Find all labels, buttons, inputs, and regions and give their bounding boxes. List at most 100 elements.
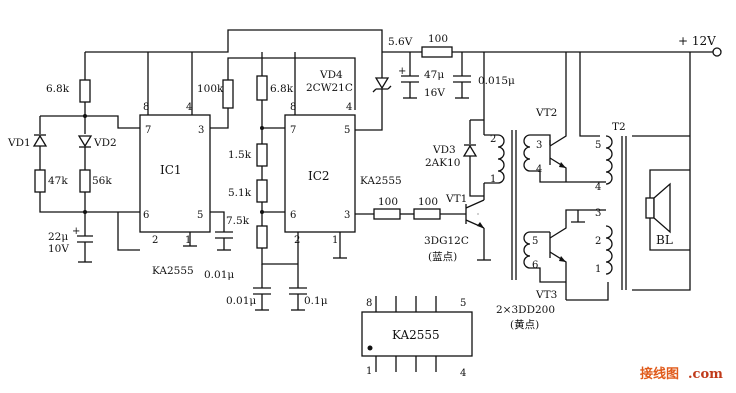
ic2-timing-network: 6.8k 1.5k 5.1k 7.5k 0.01μ 0.1μ xyxy=(226,52,328,311)
resistor-100-top-label: 100 xyxy=(428,33,448,45)
driver-stage: 2 1 VD3 2AK10 VT1 3DG12C (蓝点) xyxy=(424,52,505,263)
ic1-body xyxy=(139,114,211,233)
svg-text:6: 6 xyxy=(290,210,296,221)
svg-text:1: 1 xyxy=(366,366,372,377)
ic1-part: KA2555 xyxy=(152,265,194,277)
vt3-note: (黄点) xyxy=(510,318,539,331)
t2-label: T2 xyxy=(612,121,626,133)
t1-secondary-upper xyxy=(523,134,531,172)
resistor-5k1-label: 5.1k xyxy=(228,187,252,199)
resistor-7k5-label: 7.5k xyxy=(226,215,250,227)
vd1-diode xyxy=(32,134,48,147)
speaker-cone xyxy=(653,182,671,234)
supply-terminal xyxy=(712,47,722,57)
svg-text:8: 8 xyxy=(143,102,149,113)
ic1: IC1 KA2555 8 4 7 3 6 5 2 1 0.01μ 100k xyxy=(139,52,356,281)
svg-text:3: 3 xyxy=(198,125,204,136)
svg-text:4: 4 xyxy=(536,164,542,175)
vd4-label: VD4 xyxy=(319,69,343,81)
pinout-body xyxy=(361,311,473,357)
svg-text:2: 2 xyxy=(595,236,601,247)
output-stage: VT2 VT3 2×3DD200 (黄点) xyxy=(496,52,609,331)
transformer-t2: T2 5 4 3 2 1 BL xyxy=(571,52,691,291)
resistor-6k8-right-label: 6.8k xyxy=(270,83,294,95)
vd2-label: VD2 xyxy=(93,137,117,149)
vd4-part: 2CW21C xyxy=(306,82,353,94)
svg-text:4: 4 xyxy=(346,102,352,113)
svg-text:+: + xyxy=(72,226,80,237)
resistor-56k-label: 56k xyxy=(92,175,112,187)
t1-secondary-lower xyxy=(523,231,531,269)
cap-0015-label: 0.015μ xyxy=(478,75,515,87)
pin1-dot xyxy=(367,345,373,351)
speaker-label: BL xyxy=(656,233,673,247)
resistor-5k1 xyxy=(256,179,268,203)
vt2-label: VT2 xyxy=(535,107,557,119)
watermark-cn: 接线图 xyxy=(640,366,679,382)
svg-text:7: 7 xyxy=(290,125,296,136)
cap-22u-voltage: 10V xyxy=(48,243,69,255)
ic1-timing-network: 6.8k VD1 47k VD2 56k + 22μ 10V xyxy=(7,52,140,263)
svg-text:5: 5 xyxy=(197,210,203,221)
cap-47u-label: 47μ xyxy=(424,69,444,81)
vt3-label: VT3 xyxy=(535,289,557,301)
cap-001-ic1-label: 0.01μ xyxy=(204,269,234,281)
svg-text:4: 4 xyxy=(595,182,601,193)
svg-text:5: 5 xyxy=(460,298,466,309)
svg-text:6: 6 xyxy=(143,210,149,221)
supply-5v6-label: 5.6V xyxy=(388,36,413,48)
resistor-100-a-label: 100 xyxy=(378,196,398,208)
cap-22u-label: 22μ xyxy=(48,231,68,243)
pinout-name: KA2555 xyxy=(392,328,440,342)
svg-text:5: 5 xyxy=(344,125,350,136)
t2-core xyxy=(621,136,627,290)
watermark-url: .com xyxy=(688,367,723,382)
resistor-100k xyxy=(222,79,234,109)
vt1-label: VT1 xyxy=(445,193,467,205)
ic2-name: IC2 xyxy=(308,169,330,183)
svg-text:4: 4 xyxy=(186,102,192,113)
ic1-name: IC1 xyxy=(160,163,182,177)
vd3-part: 2AK10 xyxy=(425,157,460,169)
vd3-diode xyxy=(462,144,478,157)
svg-text:3: 3 xyxy=(595,208,601,219)
svg-text:3: 3 xyxy=(344,210,350,221)
svg-text:+: + xyxy=(398,66,406,77)
svg-text:8: 8 xyxy=(366,298,372,309)
resistor-100-b-label: 100 xyxy=(418,196,438,208)
resistor-1k5-label: 1.5k xyxy=(228,149,252,161)
supply-12v-label: + 12V xyxy=(678,34,716,48)
watermark: 接线图 .com xyxy=(640,366,723,382)
resistor-56k xyxy=(79,169,91,193)
svg-text:7: 7 xyxy=(145,125,151,136)
transformer-t1: 3 4 5 6 xyxy=(511,130,542,280)
cap-47u-voltage: 16V xyxy=(424,87,445,99)
ka2555-pinout: KA2555 8 5 1 4 xyxy=(361,296,473,379)
vt1-note: (蓝点) xyxy=(428,251,457,263)
resistor-1k5 xyxy=(256,143,268,167)
resistor-47k xyxy=(34,169,46,193)
svg-text:5: 5 xyxy=(532,236,538,247)
t1-core xyxy=(511,130,517,280)
resistor-100-top xyxy=(421,46,453,58)
vd2-diode xyxy=(77,135,93,148)
vd3-label: VD3 xyxy=(432,144,456,156)
vt3-part: 2×3DD200 xyxy=(496,304,555,316)
resistor-6k8-left xyxy=(79,79,91,103)
ic2: IC2 KA2555 8 4 7 5 6 3 2 1 VD4 2CW21C 10… xyxy=(284,52,466,259)
svg-text:5: 5 xyxy=(595,140,601,151)
svg-text:2: 2 xyxy=(490,134,496,145)
svg-text:4: 4 xyxy=(460,368,466,379)
resistor-100k-label: 100k xyxy=(197,83,224,95)
resistor-6k8-right xyxy=(256,75,268,101)
filter-caps: + 47μ 16V 0.015μ xyxy=(398,52,515,99)
svg-text:6: 6 xyxy=(532,260,538,271)
svg-text:1: 1 xyxy=(595,264,601,275)
svg-text:1: 1 xyxy=(185,235,191,246)
ic2-body xyxy=(284,114,356,233)
vd4-zener xyxy=(374,77,390,90)
resistor-100-a xyxy=(373,208,401,220)
resistor-6k8-left-label: 6.8k xyxy=(46,83,70,95)
svg-text:1: 1 xyxy=(490,174,496,185)
